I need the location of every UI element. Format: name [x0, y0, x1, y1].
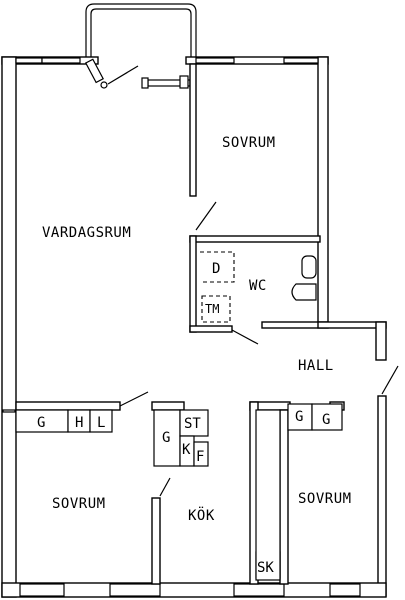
bath-fixtures: [200, 251, 317, 323]
kitchen-label-st: ST: [184, 416, 201, 432]
kitchen-label-k: K: [182, 442, 191, 458]
wardrobe-label-g: G: [37, 415, 45, 431]
wardrobe-right-label-g2: G: [322, 412, 330, 428]
exterior-walls: [1, 56, 387, 598]
wardrobe-label-h: H: [75, 415, 83, 431]
room-label-bedroom-left: SOVRUM: [52, 496, 106, 512]
kitchen-fixtures: [153, 409, 281, 581]
kitchen-label-sk: SK: [257, 560, 274, 576]
kitchen-label-f: F: [196, 449, 204, 465]
room-label-wc: WC: [249, 278, 267, 294]
balcony-door: [84, 58, 191, 89]
wardrobe-right-label-g1: G: [295, 409, 303, 425]
room-label-kitchen: KÖK: [188, 506, 215, 524]
balcony: [85, 3, 197, 58]
room-label-living: VARDAGSRUM: [42, 225, 131, 241]
wardrobe-label-l: L: [97, 415, 105, 431]
doors: [119, 201, 399, 497]
bath-label-tm: TM: [205, 302, 219, 316]
windows: [2, 57, 361, 597]
wardrobe-right: [287, 403, 343, 431]
wardrobe-left: [15, 409, 113, 433]
bath-label-d: D: [212, 261, 220, 277]
room-label-bedroom-right: SOVRUM: [298, 491, 352, 507]
room-label-hall: HALL: [298, 358, 334, 374]
kitchen-label-g: G: [162, 430, 170, 446]
interior-walls: [15, 63, 387, 585]
room-label-bedroom-top: SOVRUM: [222, 135, 276, 151]
